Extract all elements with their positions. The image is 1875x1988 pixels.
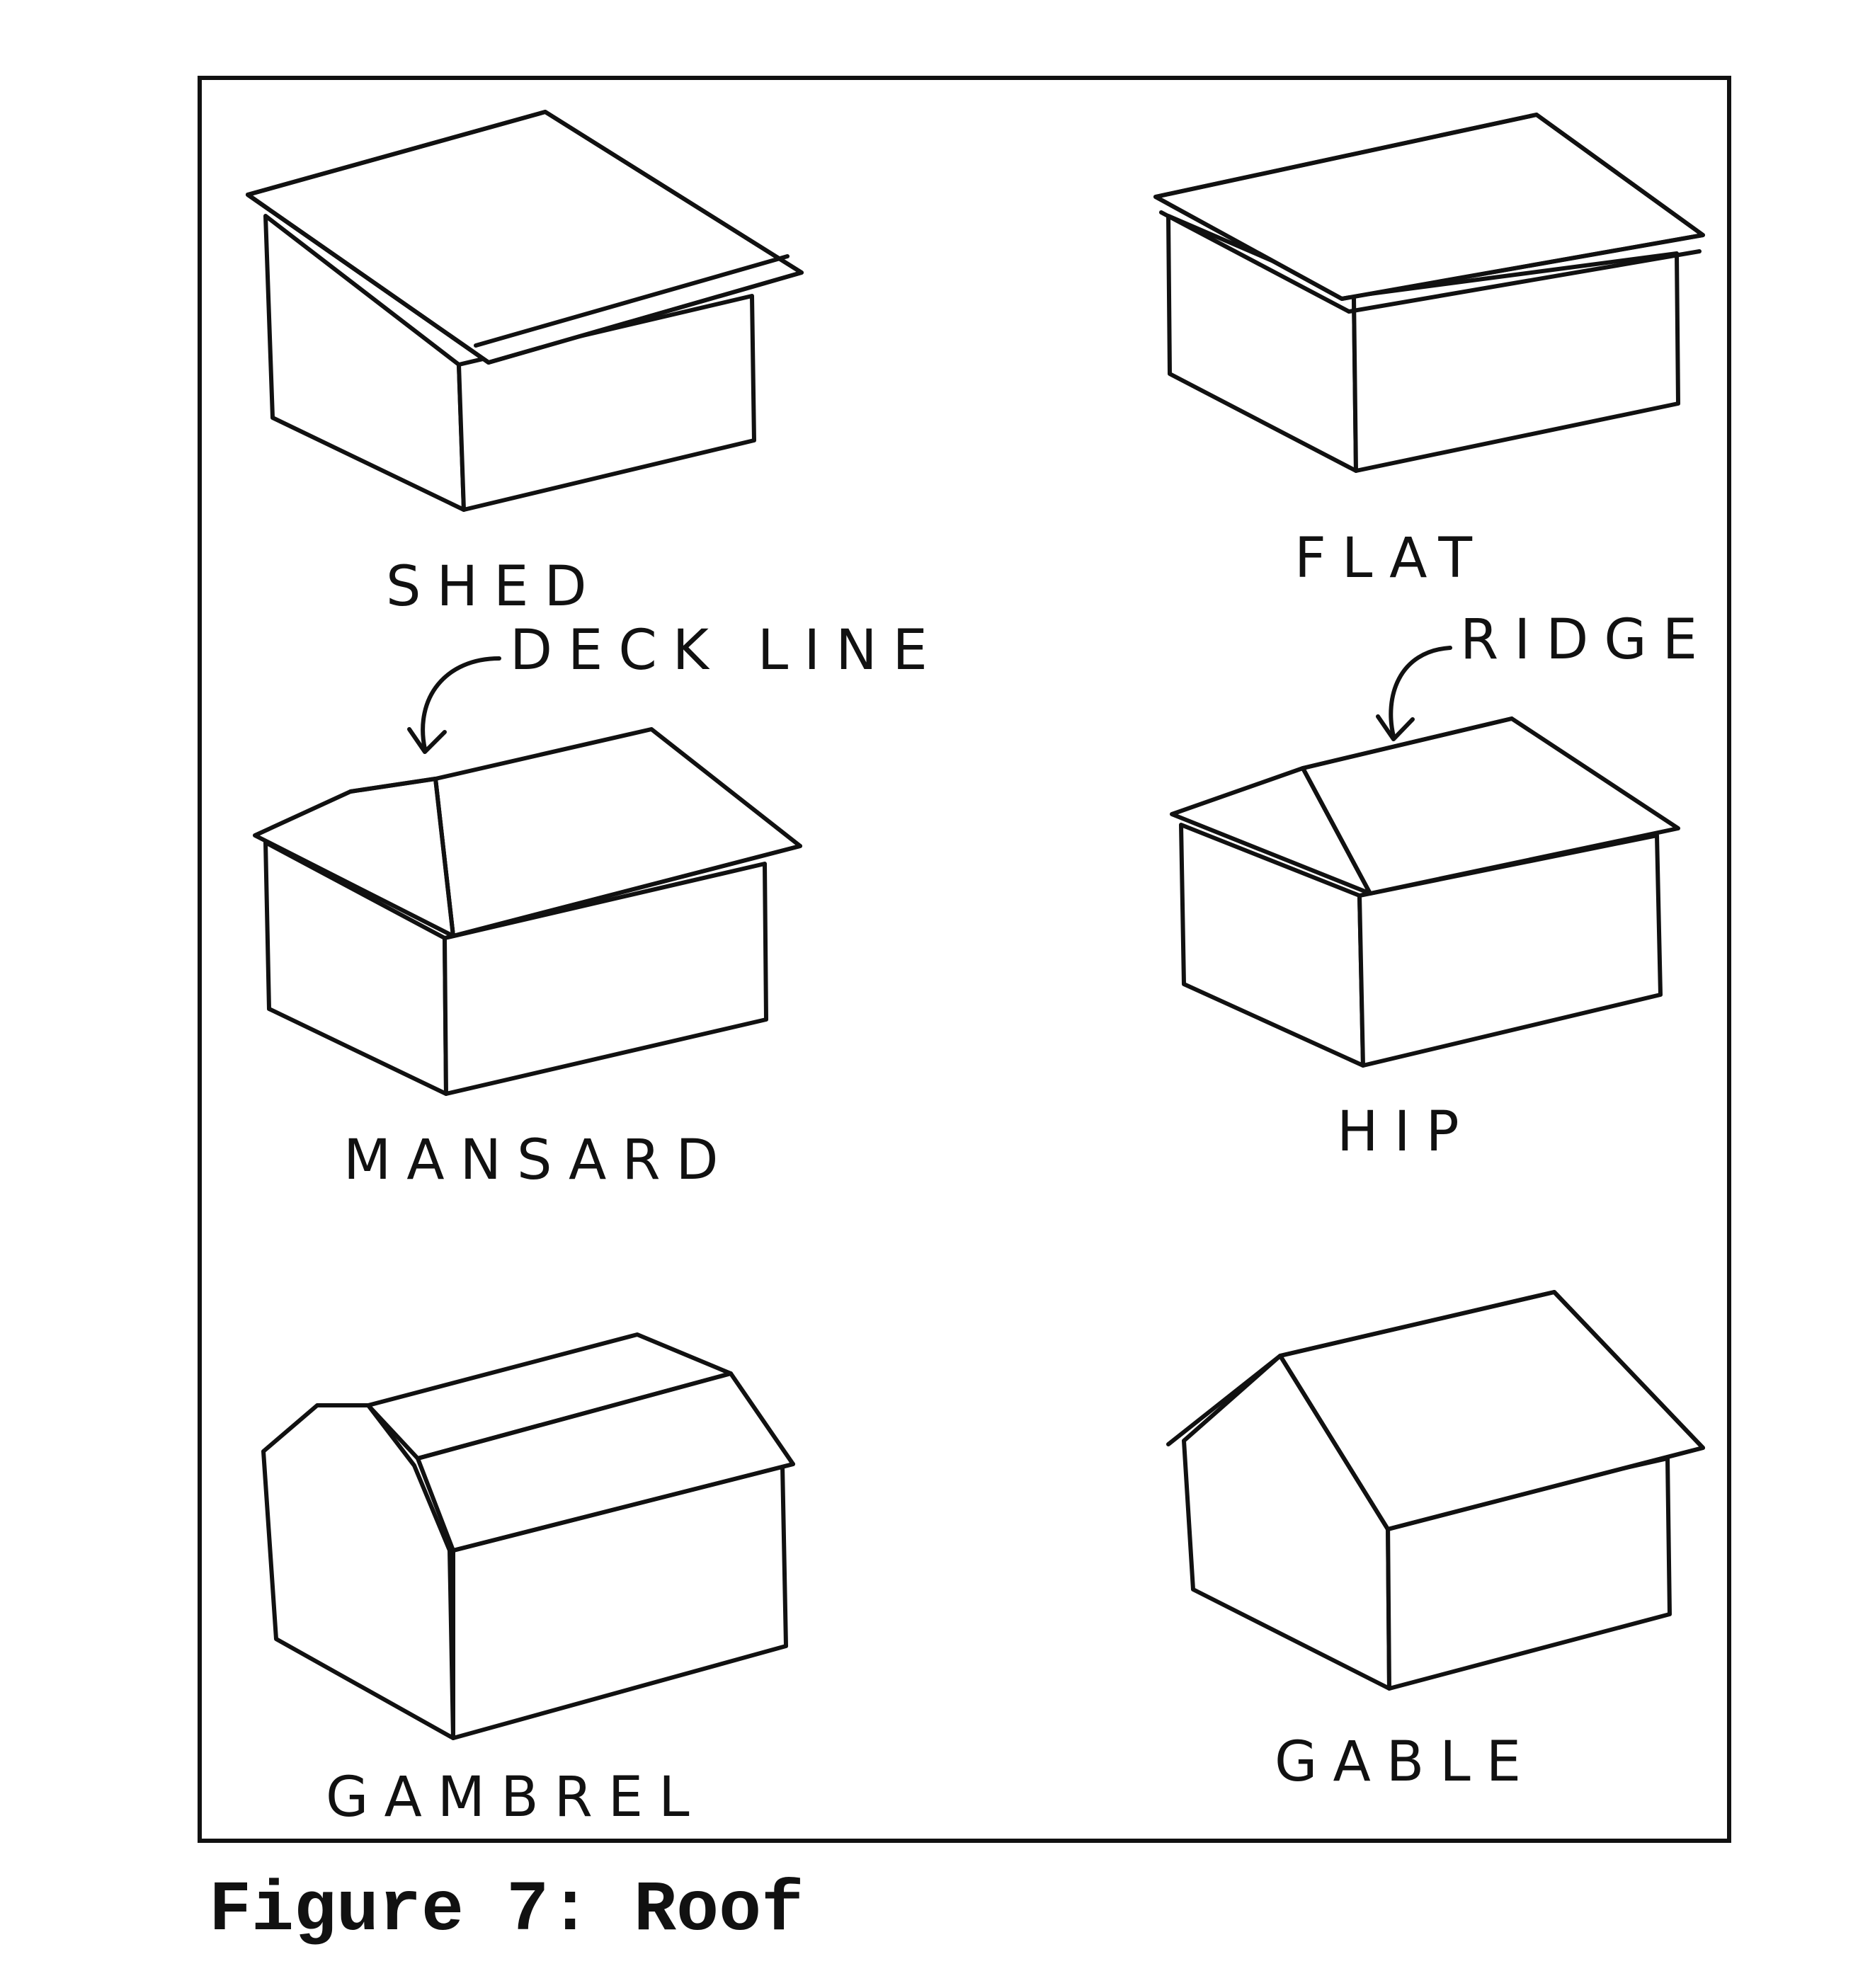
gable-roof-drawing — [1166, 1290, 1705, 1691]
mansard-deck-line — [348, 777, 438, 794]
gable-fascia — [1166, 1354, 1282, 1446]
mansard-front-wall — [443, 862, 768, 1096]
figure-caption: Figure 7: Roof — [209, 1871, 804, 1951]
mansard-callout-text: DECK LINE — [510, 619, 943, 682]
gable-label: GABLE — [1275, 1730, 1537, 1794]
shed-roof-fascia — [246, 193, 491, 365]
mansard-callout-arrowhead — [407, 727, 447, 754]
mansard-eave — [451, 844, 802, 938]
mansard-roof-drawing — [253, 727, 802, 1096]
shed-roof-drawing — [246, 110, 804, 512]
mansard-label: MANSARD — [343, 1129, 734, 1192]
hip-callout-arrowhead — [1376, 714, 1415, 741]
hip-label: HIP — [1337, 1100, 1475, 1164]
mansard-hip-edge — [433, 777, 455, 938]
gambrel-gable-end — [261, 1403, 455, 1740]
gable-roof-outline — [1278, 1290, 1705, 1531]
figure-frame — [198, 76, 1731, 1843]
flat-roof-outline — [1153, 113, 1705, 301]
hip-callout-arrow — [1389, 646, 1452, 738]
gambrel-roof-drawing — [261, 1332, 795, 1740]
hip-ridge — [1301, 716, 1514, 770]
gambrel-label: GAMBREL — [326, 1766, 705, 1829]
flat-roof-fascia — [1159, 210, 1351, 314]
flat-front-wall — [1352, 251, 1680, 473]
hip-callout-text: RIDGE — [1460, 608, 1713, 672]
shed-roof-eave — [474, 254, 790, 348]
flat-roof-fascia-front — [1347, 249, 1702, 314]
mansard-callout-arrow — [421, 656, 501, 751]
flat-roof-drawing — [1153, 113, 1705, 473]
gambrel-break-line — [416, 1371, 733, 1461]
flat-label: FLAT — [1294, 527, 1488, 590]
shed-label: SHED — [386, 555, 603, 619]
hip-hip-edge — [1301, 766, 1372, 896]
hip-roof-drawing — [1170, 716, 1680, 1068]
gambrel-eave — [451, 1462, 795, 1553]
